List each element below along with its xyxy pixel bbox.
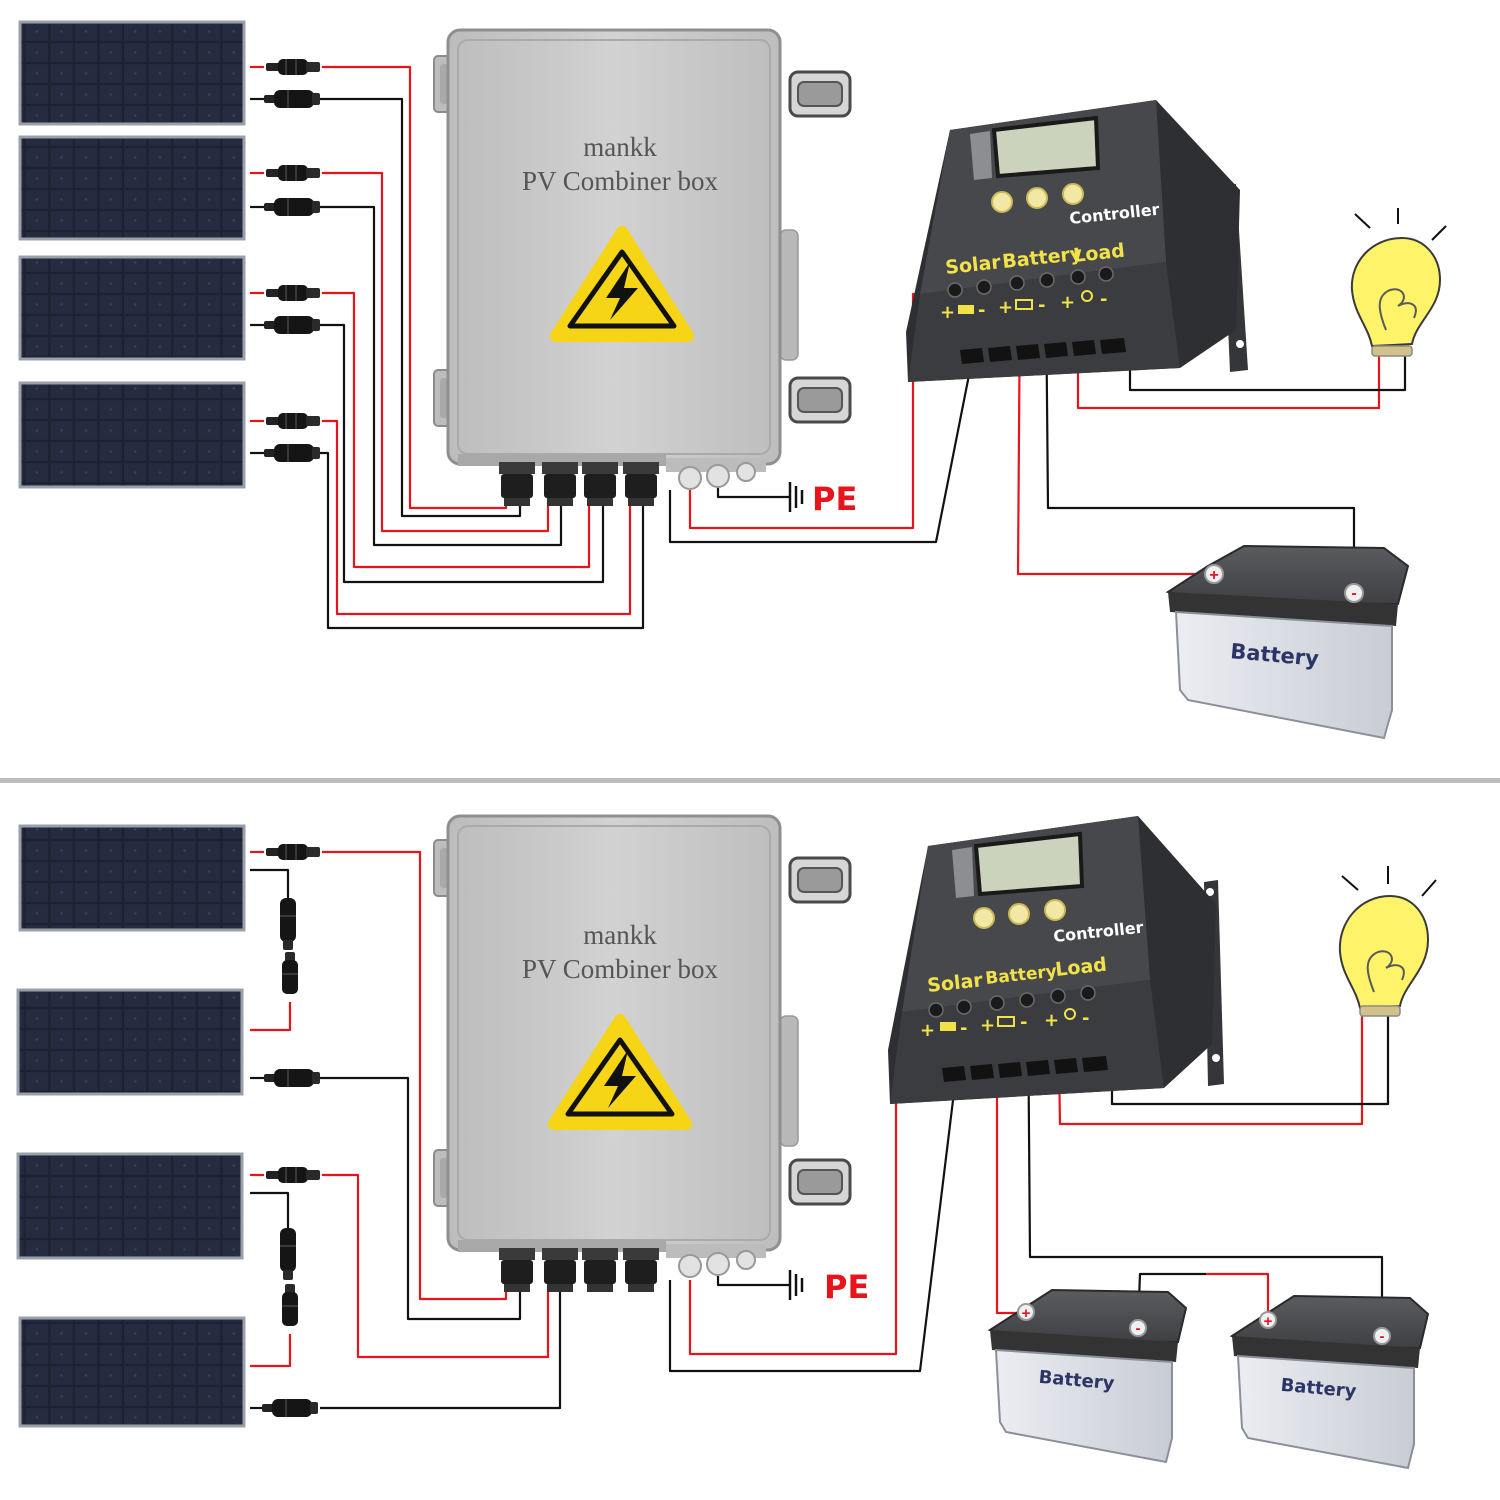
battery-mini-icon — [997, 1016, 1015, 1027]
combiner-title: PV Combiner box — [522, 166, 719, 196]
mc4-connector-icon — [265, 1166, 321, 1184]
bulb-mini-icon — [1064, 1008, 1076, 1020]
bottom-mc4-connectors — [261, 843, 321, 1418]
solar-panel-icon — [18, 381, 246, 489]
mc4-connector-icon — [261, 1398, 319, 1418]
mc4-connector-icon — [265, 843, 321, 861]
top-combiner-box: mankk PV Combiner box — [433, 28, 852, 506]
bottom-combiner-box: mankk PV Combiner box — [433, 814, 852, 1292]
svg-text:-: - — [1038, 295, 1045, 316]
controller-terminals — [928, 985, 1096, 1018]
solar-mini-icon — [940, 1022, 956, 1031]
mc4-connector-icon — [265, 284, 321, 302]
high-voltage-warning-icon — [548, 1014, 692, 1130]
controller-vents — [942, 1056, 1108, 1082]
mc4-connector-icon — [263, 1068, 321, 1088]
top-mc4-connectors — [263, 58, 321, 463]
svg-text:-: - — [1020, 1012, 1027, 1033]
top-solar-panels — [18, 20, 246, 489]
battery-mini-icon — [1015, 299, 1033, 310]
combiner-title: PV Combiner box — [522, 954, 719, 984]
ground-symbol-icon — [788, 1270, 804, 1300]
battery-icon: + - Battery — [987, 1288, 1188, 1464]
top-wires — [250, 65, 1407, 630]
ground-label: PE — [812, 480, 857, 518]
top-diagram: mankk PV Combiner box PE — [18, 20, 1447, 740]
svg-text:+: + — [1209, 567, 1218, 584]
svg-text:+: + — [1022, 1305, 1031, 1322]
solar-mini-icon — [958, 305, 974, 314]
combiner-brand: mankk — [583, 920, 657, 950]
controller-load-label: Load — [1072, 240, 1126, 267]
mc4-connector-icon — [263, 197, 321, 217]
high-voltage-warning-icon — [550, 226, 694, 342]
solar-panel-icon — [18, 135, 246, 241]
svg-text:-: - — [960, 1018, 967, 1039]
solar-panel-icon — [16, 988, 244, 1096]
svg-text:-: - — [1100, 289, 1107, 310]
solar-panel-icon — [18, 20, 246, 126]
svg-text:+: + — [1044, 1010, 1059, 1031]
battery-icon: + - Battery — [1229, 1294, 1430, 1470]
svg-text:-: - — [1380, 1328, 1385, 1345]
bottom-solar-panels — [16, 824, 246, 1428]
mc4-connector-icon — [279, 1227, 297, 1281]
solar-panel-icon — [18, 255, 246, 361]
ground-label: PE — [824, 1268, 869, 1306]
svg-text:-: - — [1082, 1008, 1089, 1029]
solar-panel-icon — [18, 824, 246, 932]
solar-panel-icon — [18, 1316, 246, 1428]
mc4-connector-icon — [265, 164, 321, 182]
mc4-connector-icon — [279, 897, 297, 951]
combiner-brand: mankk — [583, 132, 657, 162]
controller-terminals — [947, 266, 1114, 298]
light-bulb-icon — [1338, 866, 1437, 1017]
light-bulb-icon — [1350, 208, 1447, 357]
controller-load-label: Load — [1054, 954, 1108, 981]
solar-panel-icon — [16, 1152, 244, 1260]
svg-text:+: + — [940, 302, 955, 323]
ground-symbol-icon — [788, 482, 804, 512]
svg-text:-: - — [1351, 585, 1356, 602]
bottom-charge-controller: Controller Solar Battery Load + - + - + … — [888, 816, 1224, 1104]
svg-text:-: - — [1136, 1320, 1141, 1337]
svg-text:-: - — [978, 300, 985, 321]
controller-vents — [960, 338, 1126, 364]
bottom-diagram: mankk PV Combiner box PE — [16, 814, 1437, 1470]
svg-text:+: + — [980, 1015, 995, 1036]
mc4-connector-icon — [263, 89, 321, 109]
mc4-connector-icon — [263, 315, 321, 335]
svg-text:+: + — [1060, 292, 1075, 313]
mc4-connector-icon — [265, 58, 321, 76]
mc4-connector-icon — [263, 443, 321, 463]
mc4-connector-icon — [265, 412, 321, 430]
bulb-mini-icon — [1081, 290, 1093, 302]
mc4-connector-icon — [281, 951, 299, 995]
mc4-connector-icon — [281, 1283, 299, 1327]
svg-text:+: + — [1264, 1313, 1273, 1330]
svg-text:+: + — [998, 297, 1013, 318]
controller-terminal-signs: + - + - + - — [940, 289, 1107, 323]
section-divider — [0, 778, 1500, 783]
battery-icon: + - Battery — [1165, 544, 1410, 740]
top-charge-controller: Controller Solar Battery Load + - + - + … — [906, 100, 1248, 382]
svg-text:+: + — [920, 1020, 935, 1041]
controller-terminal-signs: + - + - + - — [920, 1008, 1089, 1041]
